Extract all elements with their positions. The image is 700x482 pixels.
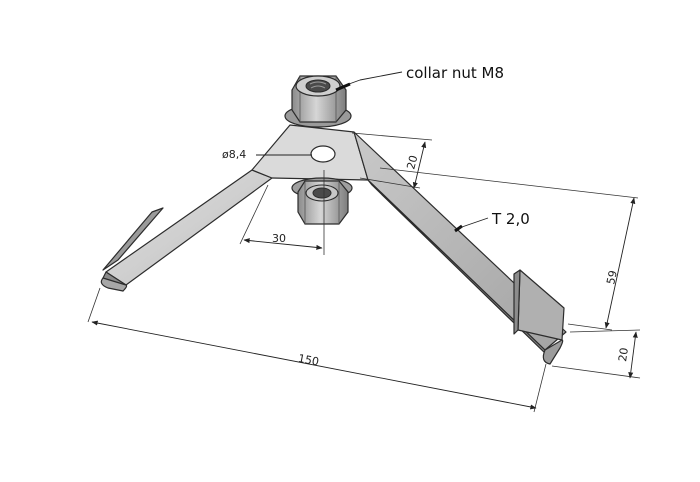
dimensions: collar nut M8 ø8,4 30 20 T 2,0 150 59 20: [87, 64, 641, 413]
left-arm: [105, 169, 273, 286]
collar-nut-label: collar nut M8: [406, 64, 504, 82]
collar-nut-bottom: [291, 177, 353, 225]
left-hook-back: [102, 207, 164, 271]
top-platform: [251, 124, 369, 181]
right-hook-plate: [517, 269, 565, 341]
dim-59-label: 59: [604, 269, 620, 285]
bracket: [100, 124, 567, 365]
hole-diameter-label: ø8,4: [222, 148, 246, 161]
dim-20-top-label: 20: [404, 154, 420, 171]
left-hook-curl: [100, 277, 128, 292]
dim-30-label: 30: [272, 232, 286, 245]
dim-20-bottom-label: 20: [616, 347, 631, 363]
collar-nut-top: [284, 75, 352, 128]
thickness-label: T 2,0: [491, 210, 530, 228]
dim-150-label: 150: [297, 352, 320, 369]
mounting-hole: [310, 145, 336, 163]
right-hook-curl: [542, 339, 564, 365]
